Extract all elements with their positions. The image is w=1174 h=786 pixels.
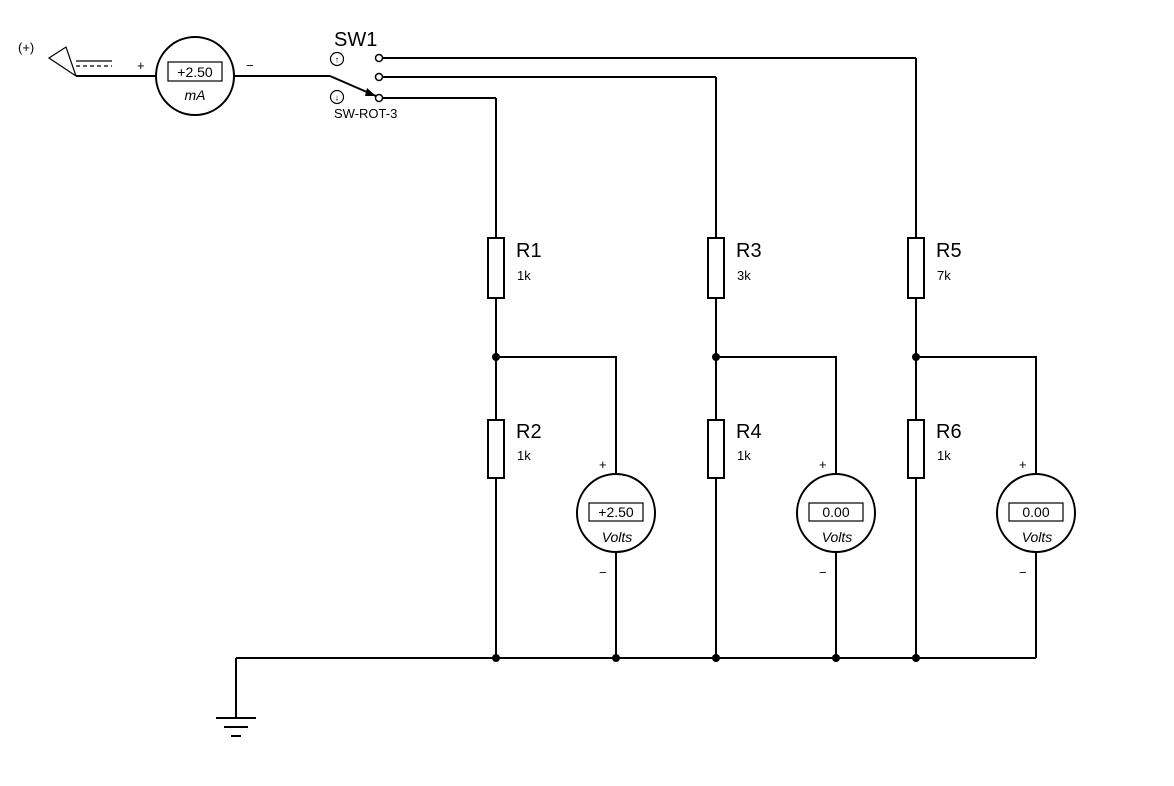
resistor-body — [907, 419, 925, 479]
resistor-value: 1k — [517, 448, 531, 463]
junction-dot — [492, 353, 500, 361]
switch-up-arrow-icon: ↑ — [335, 55, 340, 65]
resistor-value: 1k — [517, 268, 531, 283]
voltmeter-body — [996, 473, 1076, 553]
switch-part-label: SW-ROT-3 — [334, 106, 397, 121]
dc-source-terminal: (+) — [18, 40, 112, 77]
ground-icon — [216, 717, 256, 737]
resistor-r3[interactable]: R3 3k — [707, 237, 762, 299]
switch-up-button[interactable] — [329, 51, 345, 67]
voltmeter-unit: Volts — [602, 529, 633, 545]
resistor-name: R5 — [936, 240, 962, 262]
junction-dot — [712, 353, 720, 361]
ammeter-display — [167, 61, 223, 82]
wires — [76, 57, 1037, 718]
source-polarity-label: (+) — [18, 40, 34, 55]
voltmeter-display — [808, 502, 864, 522]
voltmeter-body — [796, 473, 876, 553]
switch-down-button[interactable] — [329, 89, 345, 105]
junction-dot — [612, 654, 620, 662]
resistor-r6[interactable]: R6 1k — [907, 419, 962, 479]
junction-dot — [912, 353, 920, 361]
ammeter-plus-label: + — [137, 58, 145, 73]
switch-name: SW1 — [334, 29, 377, 51]
resistor-r4[interactable]: R4 1k — [707, 419, 762, 479]
voltmeter-display — [1008, 502, 1064, 522]
junction-dot — [492, 654, 500, 662]
voltmeter-display — [588, 502, 644, 522]
voltmeter-reading: 0.00 — [822, 504, 849, 520]
voltmeter-body — [576, 473, 656, 553]
wire-branch2-voltmeter-plus — [716, 356, 837, 474]
resistor-r2[interactable]: R2 1k — [487, 419, 542, 479]
ammeter-body — [155, 36, 235, 116]
junctions — [492, 353, 920, 662]
ammeter[interactable]: + − +2.50 mA — [137, 36, 254, 116]
voltmeter-reading: +2.50 — [598, 504, 634, 520]
resistor-r1[interactable]: R1 1k — [487, 237, 542, 299]
resistor-body — [487, 419, 505, 479]
voltmeter-1[interactable]: + − +2.50 Volts — [576, 457, 656, 580]
resistor-r5[interactable]: R5 7k — [907, 237, 962, 299]
wire-branch3-voltmeter-plus — [916, 356, 1037, 474]
voltmeter-minus-label: − — [599, 565, 607, 580]
rotary-switch[interactable]: SW1 SW-ROT-3 ↑ ↓ — [329, 29, 397, 121]
voltmeter-reading: 0.00 — [1022, 504, 1049, 520]
resistor-name: R3 — [736, 240, 762, 262]
switch-contact-2 — [374, 72, 384, 82]
resistor-value: 3k — [737, 268, 751, 283]
voltmeter-plus-label: + — [1019, 457, 1027, 472]
ammeter-reading: +2.50 — [177, 64, 213, 80]
switch-down-arrow-icon: ↓ — [335, 93, 340, 103]
voltmeter-2[interactable]: + − 0.00 Volts — [796, 457, 876, 580]
junction-dot — [832, 654, 840, 662]
resistor-body — [487, 237, 505, 299]
voltmeter-plus-label: + — [599, 457, 607, 472]
ammeter-minus-label: − — [246, 58, 254, 73]
voltmeter-3[interactable]: + − 0.00 Volts — [996, 457, 1076, 580]
source-arrow-icon — [47, 46, 77, 77]
junction-dot — [912, 654, 920, 662]
resistor-value: 1k — [937, 448, 951, 463]
voltmeter-minus-label: − — [1019, 565, 1027, 580]
resistor-name: R1 — [516, 240, 542, 262]
junction-dot — [712, 654, 720, 662]
switch-contact-1 — [374, 53, 384, 63]
resistor-value: 7k — [937, 268, 951, 283]
voltmeter-minus-label: − — [819, 565, 827, 580]
voltmeter-unit: Volts — [1022, 529, 1053, 545]
switch-contact-3 — [374, 93, 384, 103]
resistor-value: 1k — [737, 448, 751, 463]
ammeter-unit: mA — [185, 87, 206, 103]
wire-branch1-voltmeter-plus — [496, 356, 617, 474]
voltmeter-plus-label: + — [819, 457, 827, 472]
switch-blade-arrow-icon — [365, 88, 376, 96]
resistor-name: R2 — [516, 421, 542, 443]
resistor-name: R6 — [936, 421, 962, 443]
resistor-body — [707, 237, 725, 299]
resistor-name: R4 — [736, 421, 762, 443]
resistor-body — [707, 419, 725, 479]
resistor-body — [907, 237, 925, 299]
voltmeter-unit: Volts — [822, 529, 853, 545]
